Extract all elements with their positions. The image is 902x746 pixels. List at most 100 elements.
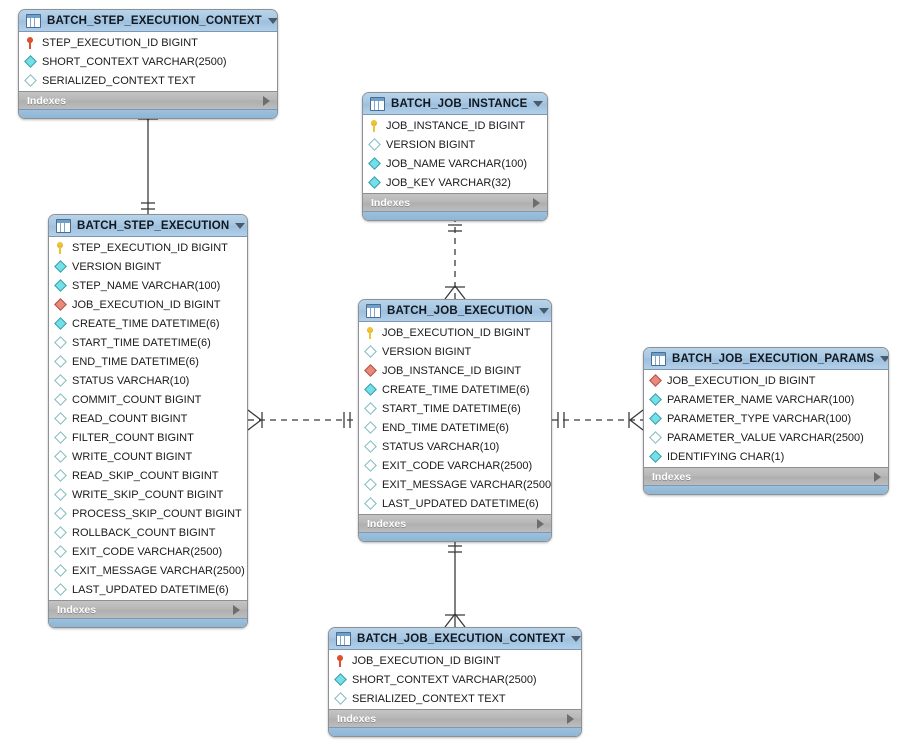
relationship-job-instance-execution[interactable] xyxy=(444,216,466,300)
column-label: JOB_EXECUTION_ID BIGINT xyxy=(352,654,501,667)
table-column[interactable]: EXIT_MESSAGE VARCHAR(2500) xyxy=(49,561,247,580)
table-column[interactable]: READ_COUNT BIGINT xyxy=(49,409,247,428)
table-column[interactable]: STEP_EXECUTION_ID BIGINT xyxy=(49,238,247,257)
table-column[interactable]: SHORT_CONTEXT VARCHAR(2500) xyxy=(19,52,277,71)
table-column[interactable]: STEP_EXECUTION_ID BIGINT xyxy=(19,33,277,52)
table-column[interactable]: EXIT_CODE VARCHAR(2500) xyxy=(359,456,551,475)
foreign-key-icon xyxy=(649,374,662,387)
column-notnull-icon xyxy=(649,412,662,425)
table-column[interactable]: LAST_UPDATED DATETIME(6) xyxy=(49,580,247,599)
table-column[interactable]: JOB_EXECUTION_ID BIGINT xyxy=(359,323,551,342)
table-column[interactable]: JOB_NAME VARCHAR(100) xyxy=(363,154,547,173)
table-column[interactable]: VERSION BIGINT xyxy=(359,342,551,361)
column-label: STEP_NAME VARCHAR(100) xyxy=(72,279,221,292)
table-column[interactable]: VERSION BIGINT xyxy=(49,257,247,276)
column-label: VERSION BIGINT xyxy=(386,138,476,151)
chevron-down-icon[interactable] xyxy=(267,17,277,24)
chevron-down-icon[interactable] xyxy=(533,100,544,107)
table-column[interactable]: IDENTIFYING CHAR(1) xyxy=(644,447,888,466)
chevron-down-icon[interactable] xyxy=(235,222,246,229)
table-column[interactable]: END_TIME DATETIME(6) xyxy=(359,418,551,437)
column-nullable-icon xyxy=(364,478,377,491)
column-label: PROCESS_SKIP_COUNT BIGINT xyxy=(72,507,242,520)
table-column[interactable]: ROLLBACK_COUNT BIGINT xyxy=(49,523,247,542)
column-nullable-icon xyxy=(364,421,377,434)
indexes-section[interactable]: Indexes xyxy=(49,600,247,618)
table-column[interactable]: WRITE_COUNT BIGINT xyxy=(49,447,247,466)
table-column[interactable]: SHORT_CONTEXT VARCHAR(2500) xyxy=(329,670,581,689)
indexes-section[interactable]: Indexes xyxy=(329,709,581,727)
table-column[interactable]: START_TIME DATETIME(6) xyxy=(49,333,247,352)
chevron-down-icon[interactable] xyxy=(880,355,888,362)
table-column[interactable]: PARAMETER_TYPE VARCHAR(100) xyxy=(644,409,888,428)
relationship-job-execution-context[interactable] xyxy=(444,538,466,628)
table-column[interactable]: SERIALIZED_CONTEXT TEXT xyxy=(329,689,581,708)
table-column[interactable]: JOB_EXECUTION_ID BIGINT xyxy=(644,371,888,390)
column-label: VERSION BIGINT xyxy=(382,345,472,358)
table-column[interactable]: JOB_INSTANCE_ID BIGINT xyxy=(359,361,551,380)
relationship-job-execution-step-execution[interactable] xyxy=(247,409,358,431)
table-header[interactable]: BATCH_JOB_EXECUTION_CONTEXT xyxy=(329,628,581,650)
table-column[interactable]: JOB_INSTANCE_ID BIGINT xyxy=(363,116,547,135)
column-label: JOB_EXECUTION_ID BIGINT xyxy=(72,298,221,311)
table-column[interactable]: PARAMETER_VALUE VARCHAR(2500) xyxy=(644,428,888,447)
table-column[interactable]: WRITE_SKIP_COUNT BIGINT xyxy=(49,485,247,504)
column-nullable-icon xyxy=(54,564,67,577)
table-column[interactable]: PARAMETER_NAME VARCHAR(100) xyxy=(644,390,888,409)
table-column[interactable]: LAST_UPDATED DATETIME(6) xyxy=(359,494,551,513)
indexes-section[interactable]: Indexes xyxy=(19,91,277,109)
table-column[interactable]: STATUS VARCHAR(10) xyxy=(359,437,551,456)
table-column[interactable]: END_TIME DATETIME(6) xyxy=(49,352,247,371)
column-list: JOB_EXECUTION_ID BIGINT SHORT_CONTEXT VAR… xyxy=(329,650,581,709)
triangle-right-icon[interactable] xyxy=(263,95,270,106)
column-nullable-icon xyxy=(364,440,377,453)
column-label: STEP_EXECUTION_ID BIGINT xyxy=(72,241,228,254)
indexes-section[interactable]: Indexes xyxy=(363,193,547,211)
table-header[interactable]: BATCH_JOB_EXECUTION_PARAMS xyxy=(644,348,888,370)
table-column[interactable]: JOB_EXECUTION_ID BIGINT xyxy=(49,295,247,314)
entity-table-batch-step-execution[interactable]: BATCH_STEP_EXECUTION STEP_EXECUTION_ID BI… xyxy=(48,214,248,628)
table-column[interactable]: STATUS VARCHAR(10) xyxy=(49,371,247,390)
table-column[interactable]: JOB_KEY VARCHAR(32) xyxy=(363,173,547,192)
triangle-right-icon[interactable] xyxy=(567,713,574,724)
indexes-section[interactable]: Indexes xyxy=(359,514,551,532)
table-column[interactable]: STEP_NAME VARCHAR(100) xyxy=(49,276,247,295)
triangle-right-icon[interactable] xyxy=(537,518,544,529)
table-header[interactable]: BATCH_JOB_EXECUTION xyxy=(359,300,551,322)
table-column[interactable]: VERSION BIGINT xyxy=(363,135,547,154)
table-column[interactable]: CREATE_TIME DATETIME(6) xyxy=(359,380,551,399)
triangle-right-icon[interactable] xyxy=(533,197,540,208)
table-header[interactable]: BATCH_STEP_EXECUTION xyxy=(49,215,247,237)
column-nullable-icon xyxy=(54,336,67,349)
triangle-right-icon[interactable] xyxy=(233,604,240,615)
column-nullable-icon xyxy=(364,497,377,510)
table-icon xyxy=(56,218,71,233)
column-nullable-icon xyxy=(54,450,67,463)
indexes-section[interactable]: Indexes xyxy=(644,467,888,485)
table-column[interactable]: SERIALIZED_CONTEXT TEXT xyxy=(19,71,277,90)
relationship-job-execution-params[interactable] xyxy=(552,409,644,431)
chevron-down-icon[interactable] xyxy=(571,635,581,642)
table-column[interactable]: EXIT_MESSAGE VARCHAR(2500) xyxy=(359,475,551,494)
table-column[interactable]: CREATE_TIME DATETIME(6) xyxy=(49,314,247,333)
table-column[interactable]: FILTER_COUNT BIGINT xyxy=(49,428,247,447)
foreign-key-icon xyxy=(54,298,67,311)
table-header[interactable]: BATCH_JOB_INSTANCE xyxy=(363,93,547,115)
table-column[interactable]: PROCESS_SKIP_COUNT BIGINT xyxy=(49,504,247,523)
column-notnull-icon xyxy=(54,260,67,273)
table-header[interactable]: BATCH_STEP_EXECUTION_CONTEXT xyxy=(19,10,277,32)
chevron-down-icon[interactable] xyxy=(538,307,549,314)
triangle-right-icon[interactable] xyxy=(874,471,881,482)
table-column[interactable]: START_TIME DATETIME(6) xyxy=(359,399,551,418)
table-column[interactable]: COMMIT_COUNT BIGINT xyxy=(49,390,247,409)
table-column[interactable]: EXIT_CODE VARCHAR(2500) xyxy=(49,542,247,561)
table-column[interactable]: READ_SKIP_COUNT BIGINT xyxy=(49,466,247,485)
table-column[interactable]: JOB_EXECUTION_ID BIGINT xyxy=(329,651,581,670)
relationship-step-execution-context[interactable] xyxy=(137,106,159,214)
